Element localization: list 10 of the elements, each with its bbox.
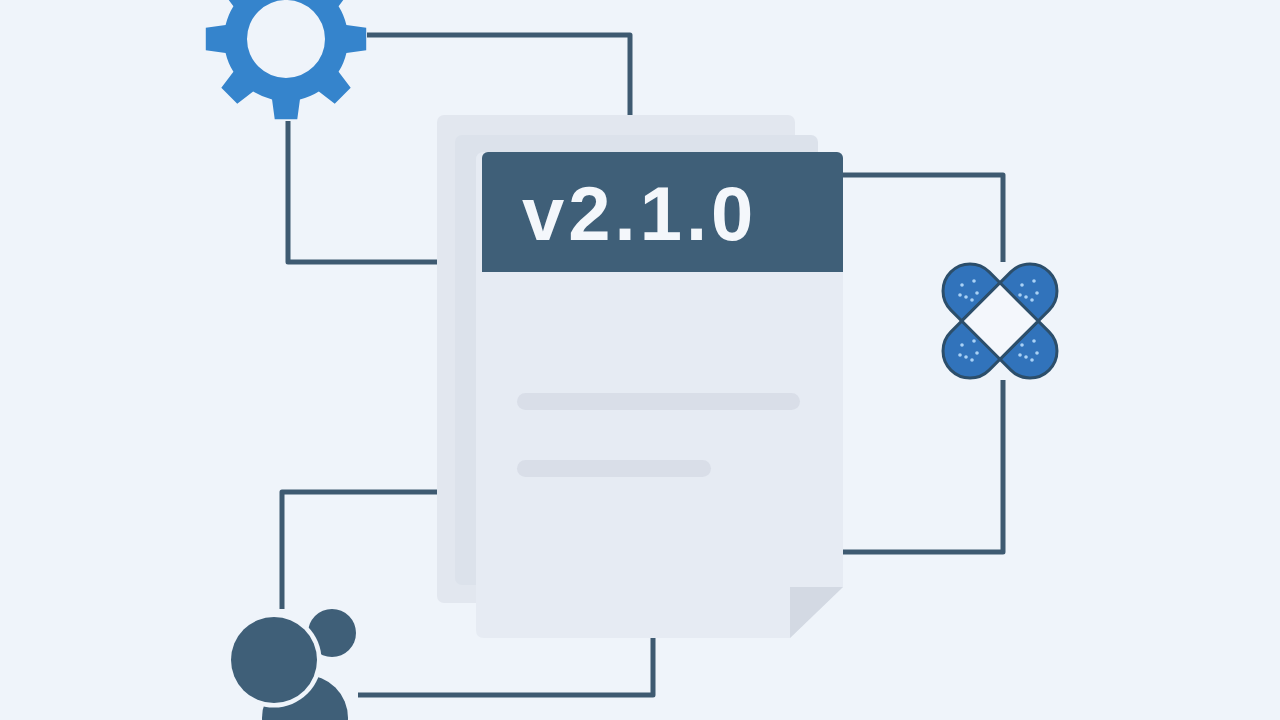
connector-line: [279, 489, 437, 609]
gear-icon: [205, 0, 367, 121]
circles-icon: [229, 609, 358, 720]
version-label: v2.1.0: [522, 176, 758, 252]
connector-line: [843, 172, 1006, 262]
connector-line: [367, 32, 633, 115]
document-stack: [437, 115, 843, 638]
connector-line: [358, 638, 656, 698]
connector-line: [843, 380, 1006, 555]
connector-line: [285, 121, 437, 265]
